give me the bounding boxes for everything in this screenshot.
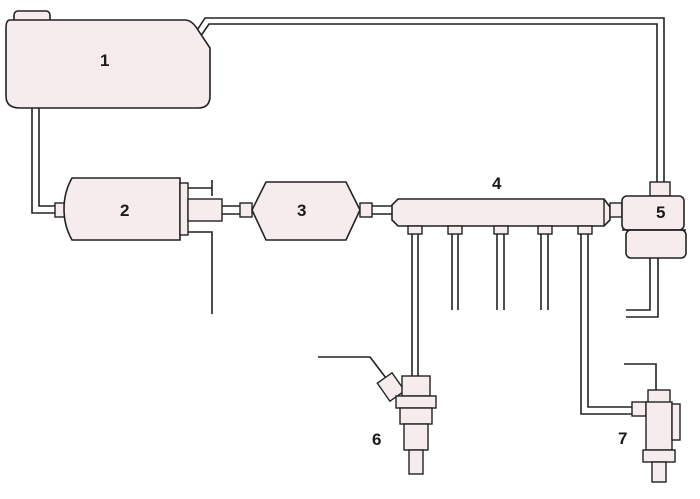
rail-label: 4 bbox=[492, 174, 502, 193]
filter-to-rail-line bbox=[359, 202, 392, 218]
tank-outlet-line bbox=[31, 108, 68, 218]
regulator-return-port bbox=[649, 181, 671, 197]
fuel-pump: 2 bbox=[63, 177, 223, 314]
pump-end-cap bbox=[179, 182, 189, 236]
regulator-label: 5 bbox=[656, 203, 665, 222]
filter-label: 3 bbox=[297, 201, 306, 220]
rail-outlet-lines bbox=[411, 234, 632, 415]
cold-start-valve: 7 bbox=[618, 363, 681, 483]
tank-label: 1 bbox=[100, 51, 109, 70]
fuel-tank: 1 bbox=[5, 10, 211, 109]
fuel-filter: 3 bbox=[251, 181, 361, 241]
pressure-regulator: 5 bbox=[621, 181, 687, 318]
return-line bbox=[191, 17, 665, 182]
pump-label: 2 bbox=[120, 201, 129, 220]
fuel-rail: 4 bbox=[391, 174, 611, 235]
pump-to-filter-line bbox=[222, 202, 253, 218]
rail-to-regulator-line bbox=[609, 202, 623, 218]
pump-outlet-block bbox=[187, 198, 223, 222]
injector-label: 6 bbox=[372, 430, 381, 449]
fuel-injector: 6 bbox=[318, 356, 437, 475]
cold-start-valve-label: 7 bbox=[618, 429, 627, 448]
